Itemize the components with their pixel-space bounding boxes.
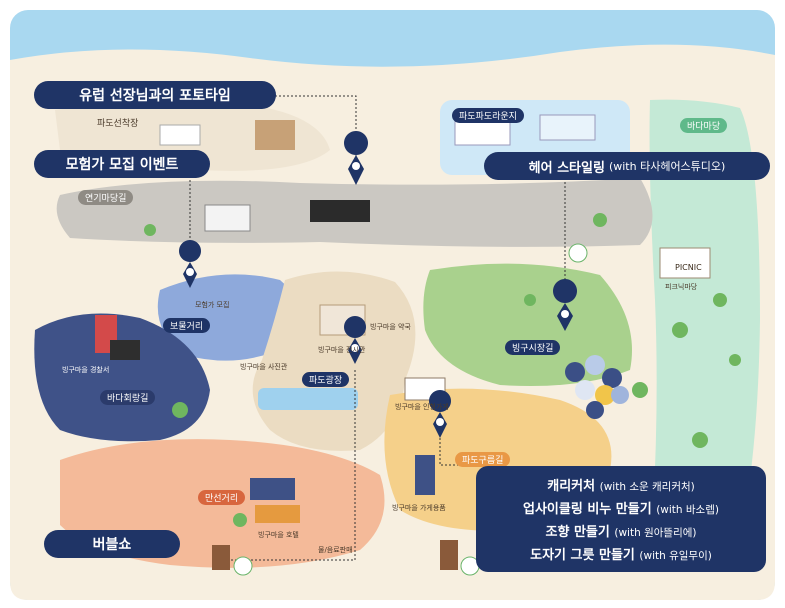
place-hotel: 빙구마을 호텔: [258, 531, 299, 539]
ocean-corridor-area: [34, 313, 211, 442]
event-explorer: 모험가 모집 이벤트: [34, 150, 210, 178]
place-photo-studio: 빙구마을 사진관: [240, 363, 288, 371]
place-police: 빙구마을 경찰서: [62, 366, 110, 374]
place-drinks: 물/음료판매: [318, 546, 353, 554]
workshop-list: 캐리커처 (with 소운 캐리커처) 업사이클링 비누 만들기 (with 바…: [476, 466, 766, 572]
treasure-street-area: [157, 274, 298, 361]
zone-label-picnic: PICNIC: [668, 262, 709, 273]
event-hair-partner: (with 타사헤어스튜디오): [608, 160, 726, 173]
trees: [144, 213, 741, 527]
event-hair-title: 헤어 스타일링: [528, 160, 605, 176]
trash-icons: [233, 243, 588, 576]
place-explorer-recruit: 모험가 모집: [195, 301, 230, 309]
zone-label-ocean-madang: 바다마당: [680, 118, 728, 133]
zone-label-treasure: 보물거리: [163, 318, 211, 333]
event-photo-time: 유럽 선장님과의 포토타임: [34, 81, 276, 109]
workshop-item: 조향 만들기 (with 원아뜰리에): [545, 525, 697, 540]
bingu-market-area: [423, 263, 632, 386]
workshop-item: 캐리커처 (with 소운 캐리커처): [547, 479, 695, 494]
balloons: [565, 355, 629, 419]
place-doll-shop: 빙구마을 인형가게: [395, 403, 449, 411]
workshop-item: 도자기 그릇 만들기 (with 유일무이): [530, 548, 712, 563]
ocean-madang-area: [649, 99, 760, 561]
event-bubble-show: 버블쇼: [44, 530, 180, 558]
place-exhibit: 빙구마을 전시관: [318, 346, 366, 354]
pool: [258, 388, 358, 410]
event-hair: 헤어 스타일링 (with 타사헤어스튜디오): [484, 152, 770, 180]
map-pins: [179, 131, 578, 438]
zone-label-wave-plaza: 파도광장: [302, 372, 350, 387]
place-picnic-area: 피크닉마당: [665, 283, 698, 291]
zone-label-yeongi: 연기마당길: [78, 190, 134, 205]
map-pin-dots: [186, 162, 569, 426]
zone-label-wave-cloud: 파도구름길: [455, 452, 511, 467]
zone-label-bingu-market: 빙구시장길: [505, 340, 561, 355]
zone-label-ocean-corridor: 바다회랑길: [100, 390, 156, 405]
place-pharmacy: 빙구마을 약국: [370, 323, 411, 331]
place-repair-shop: 빙구마을 가게용품: [392, 504, 446, 512]
workshop-item: 업사이클링 비누 만들기 (with 바소렙): [523, 502, 719, 517]
zone-label-wave-lounge: 파도파도라운지: [452, 108, 524, 123]
zone-label-wave-square: 파도선착장: [90, 115, 146, 130]
zone-label-market-street: 만선거리: [198, 490, 246, 505]
